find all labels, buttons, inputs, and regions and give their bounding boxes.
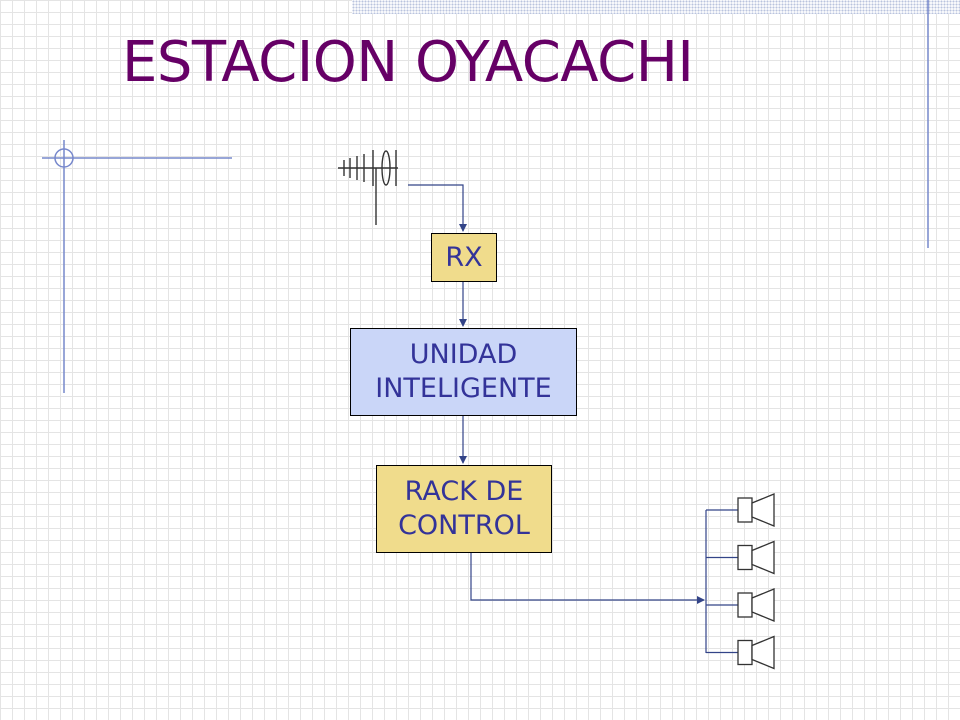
speaker-icon	[706, 635, 775, 670]
rx-block: RX	[431, 233, 497, 282]
speaker-icon	[706, 540, 775, 575]
slide-corner-decoration	[42, 140, 232, 393]
control-rack-block: RACK DE CONTROL	[376, 465, 552, 553]
antenna-to-rx-connector	[408, 184, 467, 232]
connectors	[408, 184, 707, 653]
smart-unit-label-line-1: UNIDAD	[409, 339, 518, 370]
speaker-icon	[706, 588, 775, 622]
control-rack-label-line-1: RACK DE	[404, 476, 524, 507]
top-decorative-strip	[352, 0, 960, 14]
slide-title: ESTACION OYACACHI	[122, 30, 694, 95]
rack-to-speakers-connector	[470, 553, 705, 604]
smart-unit-label-line-2: INTELIGENTE	[375, 373, 552, 404]
smart-unit-block: UNIDAD INTELIGENTE	[350, 328, 577, 416]
speaker-array	[706, 493, 775, 670]
speaker-icon	[706, 493, 775, 527]
control-rack-label-line-2: CONTROL	[398, 510, 530, 541]
rx-label: RX	[445, 241, 483, 273]
antenna-icon	[338, 150, 398, 225]
